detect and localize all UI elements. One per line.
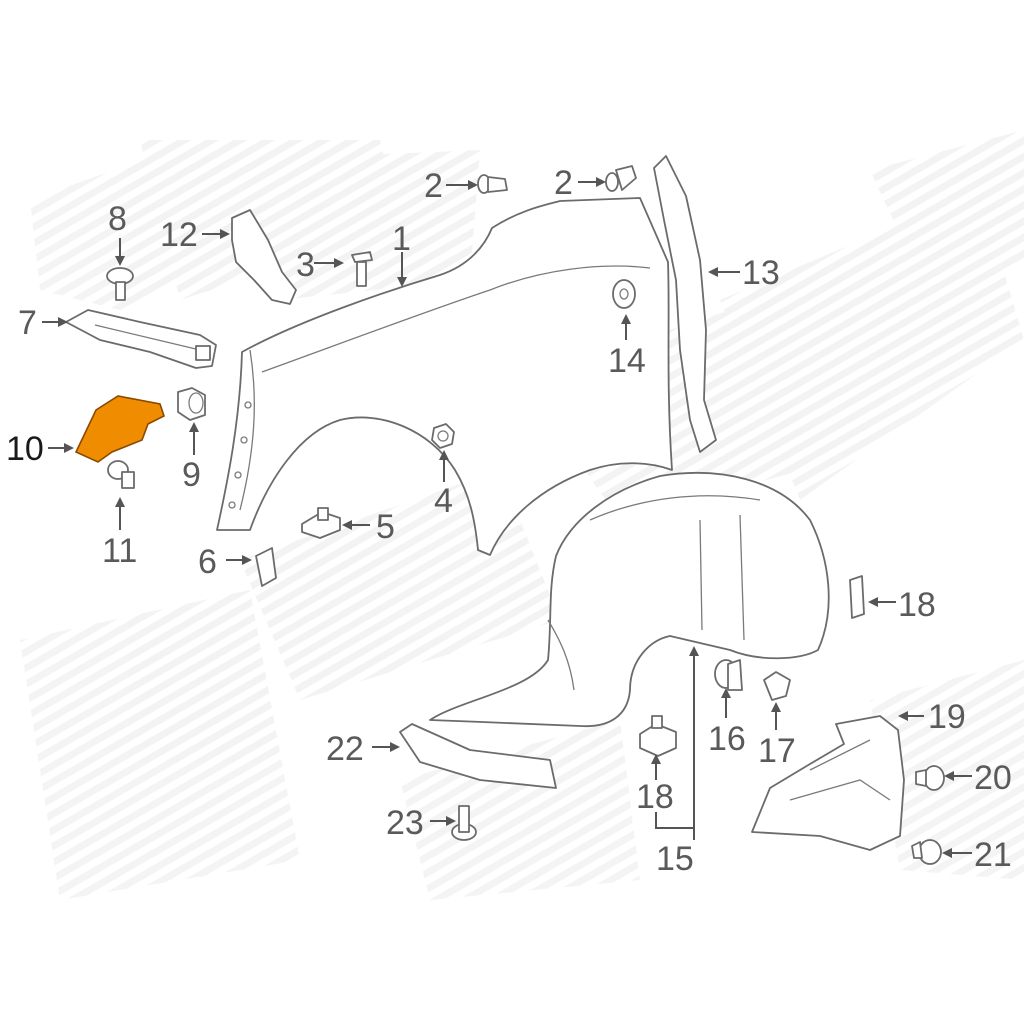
clip-18a <box>849 575 865 619</box>
callout-13: 13 <box>742 254 780 292</box>
callout-10: 10 <box>6 430 44 468</box>
callout-labels: 2 2 1 3 4 5 6 7 8 9 10 11 12 13 14 15 16… <box>6 164 1012 878</box>
fender-insulator-12 <box>231 209 297 305</box>
front-fender-part <box>216 197 673 556</box>
fender-bracket-10 <box>74 395 165 463</box>
callout-23: 23 <box>386 804 424 842</box>
callout-2-left: 2 <box>424 167 443 205</box>
deflector-strip-22 <box>399 723 557 789</box>
bolt-8 <box>106 267 134 301</box>
pillar-seal-13 <box>653 155 717 453</box>
push-retainer-17 <box>763 671 791 701</box>
callout-12: 12 <box>160 216 198 254</box>
washer-14 <box>612 279 636 309</box>
callout-11: 11 <box>102 532 137 570</box>
callout-15: 15 <box>656 840 694 878</box>
retainer-20 <box>915 765 945 791</box>
push-retainer-16 <box>714 659 743 691</box>
callout-19: 19 <box>928 698 966 736</box>
grommet-9 <box>177 387 206 421</box>
flange-nut-4 <box>431 423 455 449</box>
callout-5: 5 <box>376 508 395 546</box>
retainer-21 <box>911 839 942 865</box>
callout-7: 7 <box>18 304 37 342</box>
callout-22: 22 <box>326 730 364 768</box>
callout-14: 14 <box>608 342 646 380</box>
clip-18b <box>639 715 677 757</box>
callout-21: 21 <box>974 836 1012 874</box>
callout-17: 17 <box>758 732 796 770</box>
callout-18-bottom: 18 <box>636 778 674 816</box>
wheelhouse-liner-15 <box>429 471 830 728</box>
callout-16: 16 <box>708 720 746 758</box>
clip-nut-5 <box>301 507 341 539</box>
bolt-3 <box>351 251 373 287</box>
leader-lines <box>42 177 972 858</box>
push-pin-fastener-a <box>477 174 508 194</box>
bolt-11 <box>107 460 135 489</box>
fender-support-bracket-7 <box>65 309 217 369</box>
push-pin-fastener-b <box>605 165 637 192</box>
callout-1: 1 <box>392 220 411 258</box>
callout-8: 8 <box>108 200 127 238</box>
callout-3: 3 <box>296 246 315 284</box>
splash-shield-19 <box>751 715 905 851</box>
screw-23 <box>451 805 477 841</box>
callout-4: 4 <box>434 482 453 520</box>
callout-9: 9 <box>182 456 201 494</box>
insulator-pad-6 <box>255 547 277 587</box>
callout-2-right: 2 <box>554 164 573 202</box>
callout-18-right: 18 <box>898 586 936 624</box>
callout-6: 6 <box>198 543 217 581</box>
callout-20: 20 <box>974 759 1012 797</box>
